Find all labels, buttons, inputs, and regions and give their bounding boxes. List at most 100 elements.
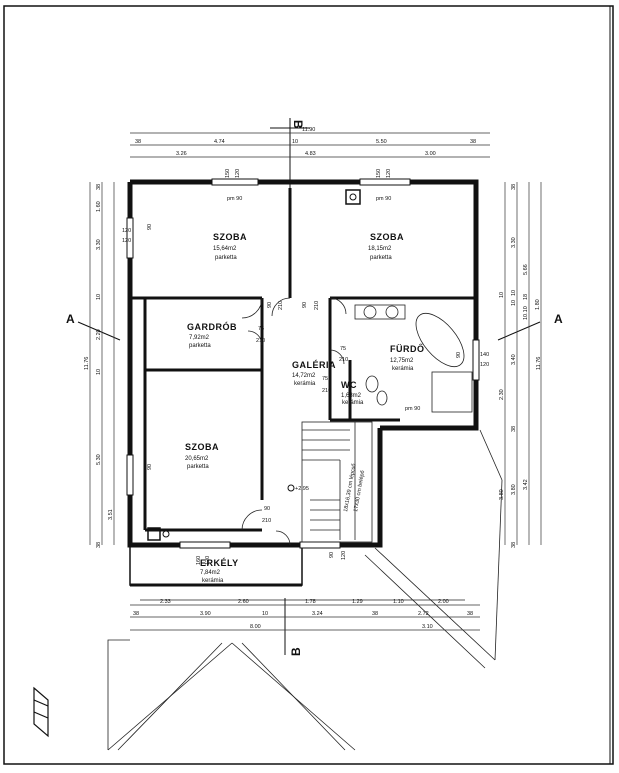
svg-text:ERKÉLY: ERKÉLY: [200, 558, 239, 568]
section-b-top: B: [291, 120, 305, 129]
svg-text:2.20: 2.20: [96, 329, 102, 340]
svg-text:38: 38: [135, 139, 141, 145]
svg-text:120: 120: [341, 551, 347, 560]
svg-text:120: 120: [205, 556, 211, 565]
svg-text:38: 38: [470, 139, 476, 145]
section-a-right: A: [554, 312, 563, 326]
window-markers: [126, 178, 480, 549]
svg-text:90: 90: [329, 552, 335, 558]
svg-text:5.30: 5.30: [96, 454, 102, 465]
svg-text:210: 210: [339, 357, 348, 363]
svg-text:75: 75: [322, 376, 328, 382]
svg-text:140: 140: [480, 352, 489, 358]
svg-text:75: 75: [340, 346, 346, 352]
svg-text:kerámia: kerámia: [202, 578, 224, 584]
dims-top: 11.90 38 4.74 10 5.50 38 3.26 4.83 3.00: [130, 127, 490, 158]
svg-text:parketta: parketta: [187, 464, 209, 470]
section-a-left: A: [66, 312, 75, 326]
svg-text:210: 210: [314, 301, 320, 310]
svg-text:90: 90: [302, 302, 308, 308]
svg-text:120: 120: [386, 169, 392, 178]
svg-text:parketta: parketta: [189, 343, 211, 349]
svg-text:parketta: parketta: [370, 255, 392, 261]
svg-text:11.90: 11.90: [302, 127, 315, 133]
shaft-top-circle: [349, 193, 357, 201]
svg-text:10: 10: [511, 290, 517, 296]
sheet-frame: [3, 5, 614, 765]
svg-text:1.10: 1.10: [393, 599, 404, 605]
svg-text:210: 210: [262, 518, 271, 524]
svg-text:FÜRDŐ: FÜRDŐ: [390, 343, 425, 354]
svg-text:38: 38: [96, 542, 102, 548]
dims-left: 11.76 38 1.60 3.30 10 2.20 10 5.30 38 3.…: [84, 182, 115, 548]
level-marker: [287, 484, 295, 492]
svg-text:10: 10: [511, 300, 517, 306]
shaft-bottom: [147, 527, 161, 541]
svg-text:pm 90: pm 90: [405, 406, 420, 412]
svg-text:10: 10: [499, 292, 505, 298]
svg-text:11.76: 11.76: [536, 357, 542, 370]
svg-text:120: 120: [235, 169, 241, 178]
svg-text:14,72m2: 14,72m2: [292, 373, 316, 379]
svg-text:3.26: 3.26: [176, 151, 187, 157]
svg-text:1.80: 1.80: [535, 299, 541, 310]
svg-text:7,84m2: 7,84m2: [200, 570, 221, 576]
room-gardrob: GARDRÓB 7,92m2 parketta: [187, 321, 237, 349]
svg-text:210: 210: [278, 301, 284, 310]
svg-text:10: 10: [292, 139, 298, 145]
svg-text:kerámia: kerámia: [294, 381, 316, 387]
svg-text:1.60: 1.60: [96, 201, 102, 212]
room-szoba-3: SZOBA 20,65m2 parketta: [185, 442, 219, 470]
svg-text:7,92m2: 7,92m2: [189, 335, 210, 341]
svg-text:90: 90: [147, 464, 153, 470]
svg-text:120: 120: [480, 362, 489, 368]
svg-text:GARDRÓB: GARDRÓB: [187, 321, 237, 332]
svg-text:pm 90: pm 90: [376, 196, 391, 202]
svg-text:150: 150: [376, 169, 382, 178]
svg-text:3.40: 3.40: [511, 354, 517, 365]
svg-text:3.90: 3.90: [200, 611, 211, 617]
svg-text:150: 150: [225, 169, 231, 178]
svg-text:2.00: 2.00: [438, 599, 449, 605]
svg-text:1.29: 1.29: [352, 599, 363, 605]
svg-text:kerámia: kerámia: [342, 400, 364, 406]
svg-text:38: 38: [511, 184, 517, 190]
door-swings: [241, 297, 347, 546]
svg-text:120: 120: [122, 228, 131, 234]
section-b-bottom: B: [289, 647, 303, 656]
svg-text:38: 38: [372, 611, 378, 617]
svg-text:38: 38: [467, 611, 473, 617]
svg-text:WC: WC: [341, 380, 357, 390]
room-furdo: FÜRDŐ 12,75m2 kerámia: [390, 343, 425, 372]
shaft-top: [345, 189, 361, 205]
svg-text:kerámia: kerámia: [392, 366, 414, 372]
svg-text:3.30: 3.30: [96, 239, 102, 250]
room-galeria: GALÉRIA 14,72m2 kerámia: [292, 360, 336, 387]
svg-text:3.24: 3.24: [312, 611, 323, 617]
svg-text:90: 90: [456, 352, 462, 358]
svg-text:90: 90: [267, 302, 273, 308]
staircase: [301, 421, 373, 543]
svg-text:10: 10: [96, 294, 102, 300]
svg-text:210: 210: [322, 388, 331, 394]
svg-text:38: 38: [96, 184, 102, 190]
svg-text:2.60: 2.60: [238, 599, 249, 605]
svg-text:1,68m2: 1,68m2: [341, 393, 362, 399]
svg-text:90: 90: [147, 224, 153, 230]
svg-text:pm 90: pm 90: [227, 196, 242, 202]
svg-text:160: 160: [196, 556, 202, 565]
svg-text:2.72: 2.72: [418, 611, 429, 617]
room-erkely: ERKÉLY 7,84m2 kerámia: [200, 558, 239, 584]
svg-text:8.00: 8.00: [250, 624, 261, 630]
room-szoba-2: SZOBA 18,15m2 parketta: [368, 232, 404, 261]
room-szoba-1: SZOBA 15,64m2 parketta: [213, 232, 247, 261]
svg-text:15,64m2: 15,64m2: [213, 246, 237, 252]
svg-text:4.74: 4.74: [214, 139, 225, 145]
opening-labels: pm 90 pm 90 pm 90 90 210 90 210 75 210 7…: [122, 169, 489, 565]
svg-text:10.10: 10.10: [523, 306, 529, 320]
svg-text:GALÉRIA: GALÉRIA: [292, 360, 336, 370]
shaft-bottom-circle: [162, 530, 170, 538]
svg-text:SZOBA: SZOBA: [213, 232, 247, 242]
